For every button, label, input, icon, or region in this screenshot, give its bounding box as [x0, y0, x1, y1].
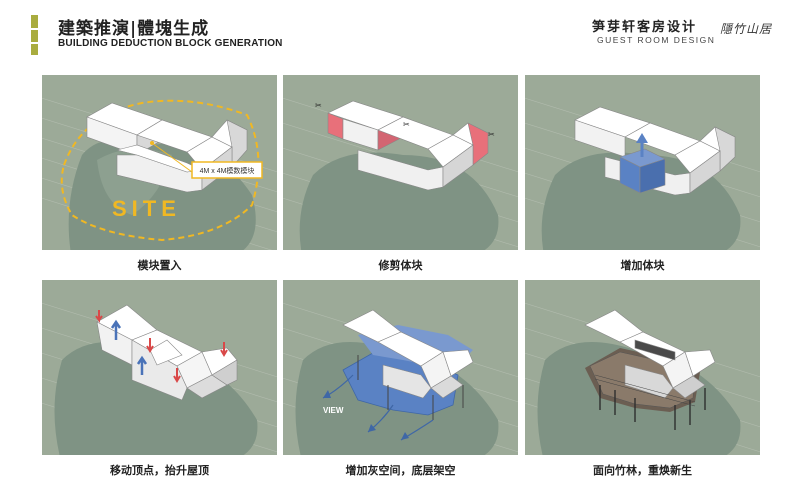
- site-label: SITE: [112, 196, 181, 221]
- grey-space-diagram: VIEW: [283, 302, 518, 455]
- caption-grey-space: 增加灰空间，底层架空: [345, 465, 456, 477]
- project-title: 笋芽轩客房设计: [592, 20, 698, 35]
- add-blocks-diagram: [525, 97, 760, 250]
- arrow-up-icon: [110, 319, 122, 340]
- panel-move-vertices: [42, 280, 277, 455]
- view-label: VIEW: [323, 406, 344, 415]
- brand-logo: 隱竹山居: [720, 22, 773, 36]
- panel-add-blocks: [525, 75, 760, 250]
- arrow-down-icon: [95, 310, 103, 323]
- page-subtitle: BUILDING DEDUCTION BLOCK GENERATION: [58, 38, 283, 49]
- arrow-up-icon: [636, 133, 648, 143]
- move-vertices-diagram: [42, 302, 277, 455]
- scissors-icon: ✂: [315, 101, 322, 110]
- caption-module-placement: 模块置入: [137, 260, 182, 272]
- page-title: 建築推演|體塊生成: [58, 19, 210, 39]
- caption-move-vertices: 移动顶点，抬升屋顶: [110, 465, 209, 477]
- scissors-icon: ✂: [403, 120, 410, 129]
- arrow-down-icon: [146, 338, 154, 353]
- caption-final-render: 面向竹林，重焕新生: [593, 465, 692, 477]
- panel-grey-space: VIEW: [283, 280, 518, 455]
- panel-trim-blocks: ✂ ✂ ✂: [283, 75, 518, 250]
- scissors-icon: ✂: [488, 130, 495, 139]
- trim-blocks-diagram: ✂ ✂ ✂: [283, 97, 518, 250]
- project-subtitle: GUEST ROOM DESIGN: [597, 35, 716, 45]
- panel-module-placement: 4M x 4M模数模块 SITE: [42, 75, 277, 250]
- logo-bamboo-mark: [31, 15, 38, 55]
- module-annotation: 4M x 4M模数模块: [200, 166, 255, 175]
- arrow-down-icon: [220, 342, 228, 357]
- module-placement-diagram: 4M x 4M模数模块 SITE: [42, 97, 277, 250]
- arrow-up-icon: [136, 355, 148, 375]
- caption-add-blocks: 增加体块: [620, 260, 665, 272]
- final-render-diagram: [525, 302, 760, 455]
- caption-trim-blocks: 修剪体块: [378, 260, 423, 272]
- panel-final-render: [525, 280, 760, 455]
- arrow-down-icon: [173, 368, 181, 383]
